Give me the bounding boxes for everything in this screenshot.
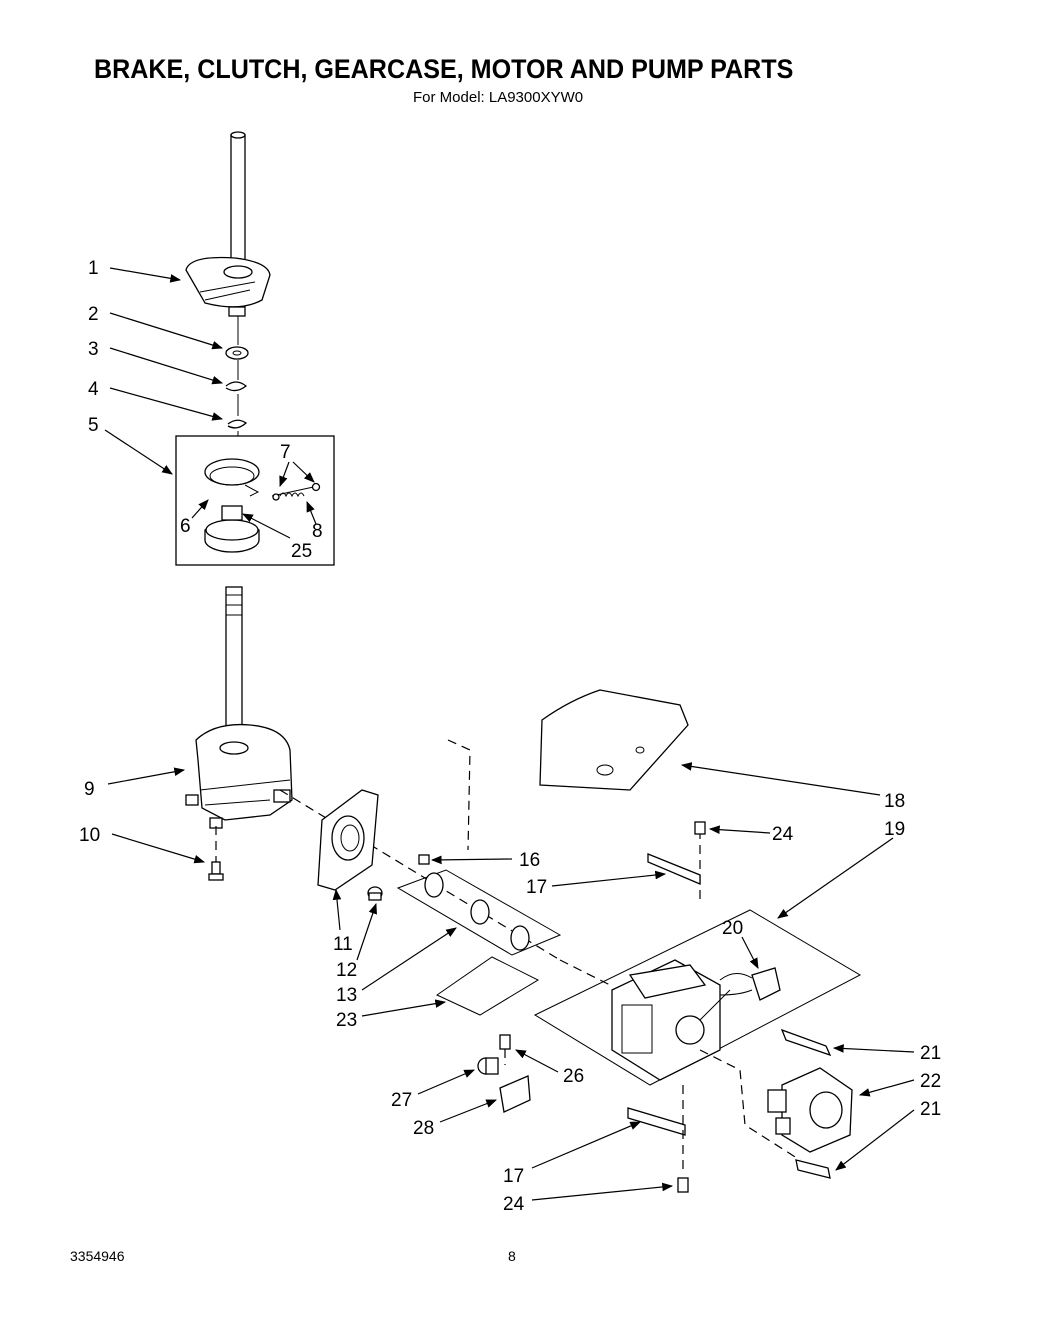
callout-11: 11 — [333, 934, 353, 955]
part-19-motor-base-outline — [533, 909, 862, 1086]
agitator-shaft-upper — [230, 131, 246, 276]
callout-16: 16 — [519, 850, 540, 871]
part-6-clutch-band — [204, 458, 260, 497]
part-16-screw — [418, 854, 430, 865]
callout-23: 23 — [336, 1010, 357, 1031]
callout-2: 2 — [88, 304, 99, 325]
agitator-shaft-lower — [225, 586, 243, 728]
callout-18: 18 — [884, 791, 905, 812]
callout-25: 25 — [291, 541, 312, 562]
callout-17-bottom: 17 — [503, 1166, 524, 1187]
part-17-clip-top — [647, 853, 701, 885]
document-number: 3354946 — [70, 1248, 125, 1264]
part-25-clutch-hub — [204, 505, 260, 553]
callout-21-top: 21 — [920, 1043, 941, 1064]
callout-3: 3 — [88, 339, 99, 360]
part-20-motor-connector — [719, 967, 781, 1001]
page-title: BRAKE, CLUTCH, GEARCASE, MOTOR AND PUMP … — [94, 54, 794, 84]
part-27-bushing — [477, 1057, 499, 1075]
part-2-washer — [225, 346, 249, 360]
part-21-clip-top — [780, 1028, 832, 1057]
model-subtitle: For Model: LA9300XYW0 — [413, 89, 584, 106]
callout-8: 8 — [312, 521, 323, 542]
part-1-brake-assembly — [185, 256, 271, 317]
callout-21-bottom: 21 — [920, 1099, 941, 1120]
callout-24-bottom: 24 — [503, 1194, 525, 1215]
callout-28: 28 — [413, 1118, 434, 1139]
callout-4: 4 — [88, 379, 99, 400]
callout-27: 27 — [391, 1090, 412, 1111]
callout-1: 1 — [88, 258, 99, 279]
callout-6: 6 — [180, 516, 191, 537]
page-number: 8 — [508, 1248, 516, 1264]
part-7-8-spring — [271, 482, 321, 501]
part-26-screw — [499, 1034, 511, 1065]
part-28-bracket — [499, 1075, 531, 1113]
callout-7: 7 — [280, 442, 291, 463]
part-10-screw — [208, 826, 224, 881]
part-13-coupler-components — [424, 872, 530, 951]
callout-20: 20 — [722, 918, 743, 939]
callout-26: 26 — [563, 1066, 584, 1087]
part-18-motor-shield — [539, 689, 689, 791]
part-11-mounting-plate — [317, 789, 379, 891]
callout-5: 5 — [88, 415, 99, 436]
callout-9: 9 — [84, 779, 95, 800]
part-21-clip-bottom — [795, 1159, 831, 1179]
part-9-gearcase — [185, 723, 293, 829]
pump-dashed-link — [699, 1049, 801, 1161]
callout-13: 13 — [336, 985, 357, 1006]
part-17-clip-bottom — [627, 1107, 686, 1136]
shield-dashed-leader — [447, 739, 471, 851]
part-22-pump — [767, 1067, 853, 1153]
part-19-motor — [611, 959, 731, 1081]
callout-12: 12 — [336, 960, 357, 981]
part-24-screw-bottom — [677, 1177, 689, 1193]
part-4-ring — [227, 419, 248, 429]
callout-19: 19 — [884, 819, 905, 840]
part-5-clutch-assembly-box — [175, 435, 335, 566]
part-24-screw-top — [694, 821, 706, 835]
callout-17-top: 17 — [526, 877, 547, 898]
part-12-bushing — [367, 886, 383, 901]
part-23-coupler-pad — [435, 956, 540, 1016]
callout-10: 10 — [79, 825, 100, 846]
callout-22: 22 — [920, 1071, 941, 1092]
callout-24-top: 24 — [772, 824, 794, 845]
callout-labels: 1 2 3 4 5 6 7 8 25 9 10 11 12 13 23 16 1… — [79, 258, 941, 1215]
part-3-retaining-ring — [225, 381, 248, 392]
leader-lines — [104, 267, 915, 1201]
